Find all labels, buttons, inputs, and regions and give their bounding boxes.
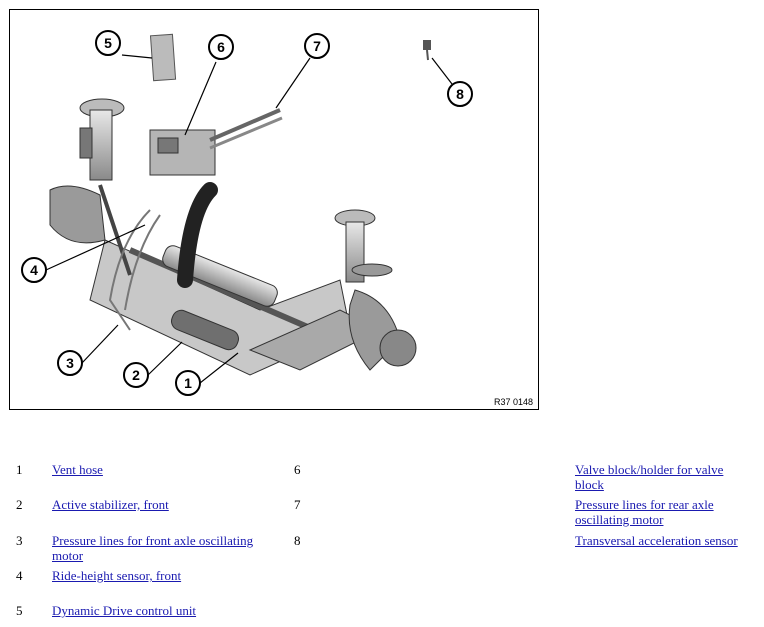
left-strut xyxy=(49,98,132,276)
legend-link-front-pressure-lines[interactable]: Pressure lines for front axle oscillatin… xyxy=(52,533,254,563)
legend-number: 1 xyxy=(16,462,23,477)
callout-8: 8 xyxy=(447,81,473,107)
callout-6: 6 xyxy=(208,34,234,60)
legend-link-ride-height-sensor[interactable]: Ride-height sensor, front xyxy=(52,568,182,583)
callout-label: 3 xyxy=(66,355,74,371)
axle-illustration: 1 2 3 4 5 6 7 8 xyxy=(21,30,473,396)
legend-number: 3 xyxy=(16,533,23,548)
legend-link-rear-pressure-lines[interactable]: Pressure lines for rear axle oscillating… xyxy=(575,497,714,527)
legend-number: 6 xyxy=(294,462,301,477)
legend-number: 5 xyxy=(16,603,23,618)
callout-label: 6 xyxy=(217,39,225,55)
callout-4: 4 xyxy=(21,257,47,283)
callout-2: 2 xyxy=(123,362,149,388)
legend-link-control-unit[interactable]: Dynamic Drive control unit xyxy=(52,603,197,618)
control-unit xyxy=(149,33,177,82)
figure-code: R37 0148 xyxy=(493,397,533,407)
legend-link-valve-block[interactable]: Valve block/holder for valve block xyxy=(575,462,724,492)
legend-number: 7 xyxy=(294,497,301,512)
leader-lines xyxy=(45,54,453,384)
callout-7: 7 xyxy=(304,33,330,59)
valve-block xyxy=(149,108,283,176)
callout-label: 2 xyxy=(132,367,140,383)
subframe xyxy=(89,239,382,376)
legend-link-vent-hose[interactable]: Vent hose xyxy=(52,462,103,477)
callout-markers: 1 2 3 4 5 6 7 8 xyxy=(21,30,473,396)
legend-number: 2 xyxy=(16,497,23,512)
legend-link-accel-sensor[interactable]: Transversal acceleration sensor xyxy=(575,533,738,548)
legend-number: 4 xyxy=(16,568,23,583)
callout-label: 4 xyxy=(30,262,38,278)
axle-diagram: 1 2 3 4 5 6 7 8 R37 0148 xyxy=(9,9,539,410)
vent-hose xyxy=(177,182,218,288)
legend-link-active-stabilizer[interactable]: Active stabilizer, front xyxy=(52,497,169,512)
accel-sensor xyxy=(423,40,431,61)
legend-number: 8 xyxy=(294,533,301,548)
callout-label: 5 xyxy=(104,35,112,51)
right-strut xyxy=(334,209,417,371)
callout-label: 8 xyxy=(456,86,464,102)
callout-3: 3 xyxy=(57,350,83,376)
callout-1: 1 xyxy=(175,370,201,396)
callout-label: 1 xyxy=(184,375,192,391)
callout-label: 7 xyxy=(313,38,321,54)
pressure-lines xyxy=(108,209,161,331)
callout-5: 5 xyxy=(95,30,121,56)
